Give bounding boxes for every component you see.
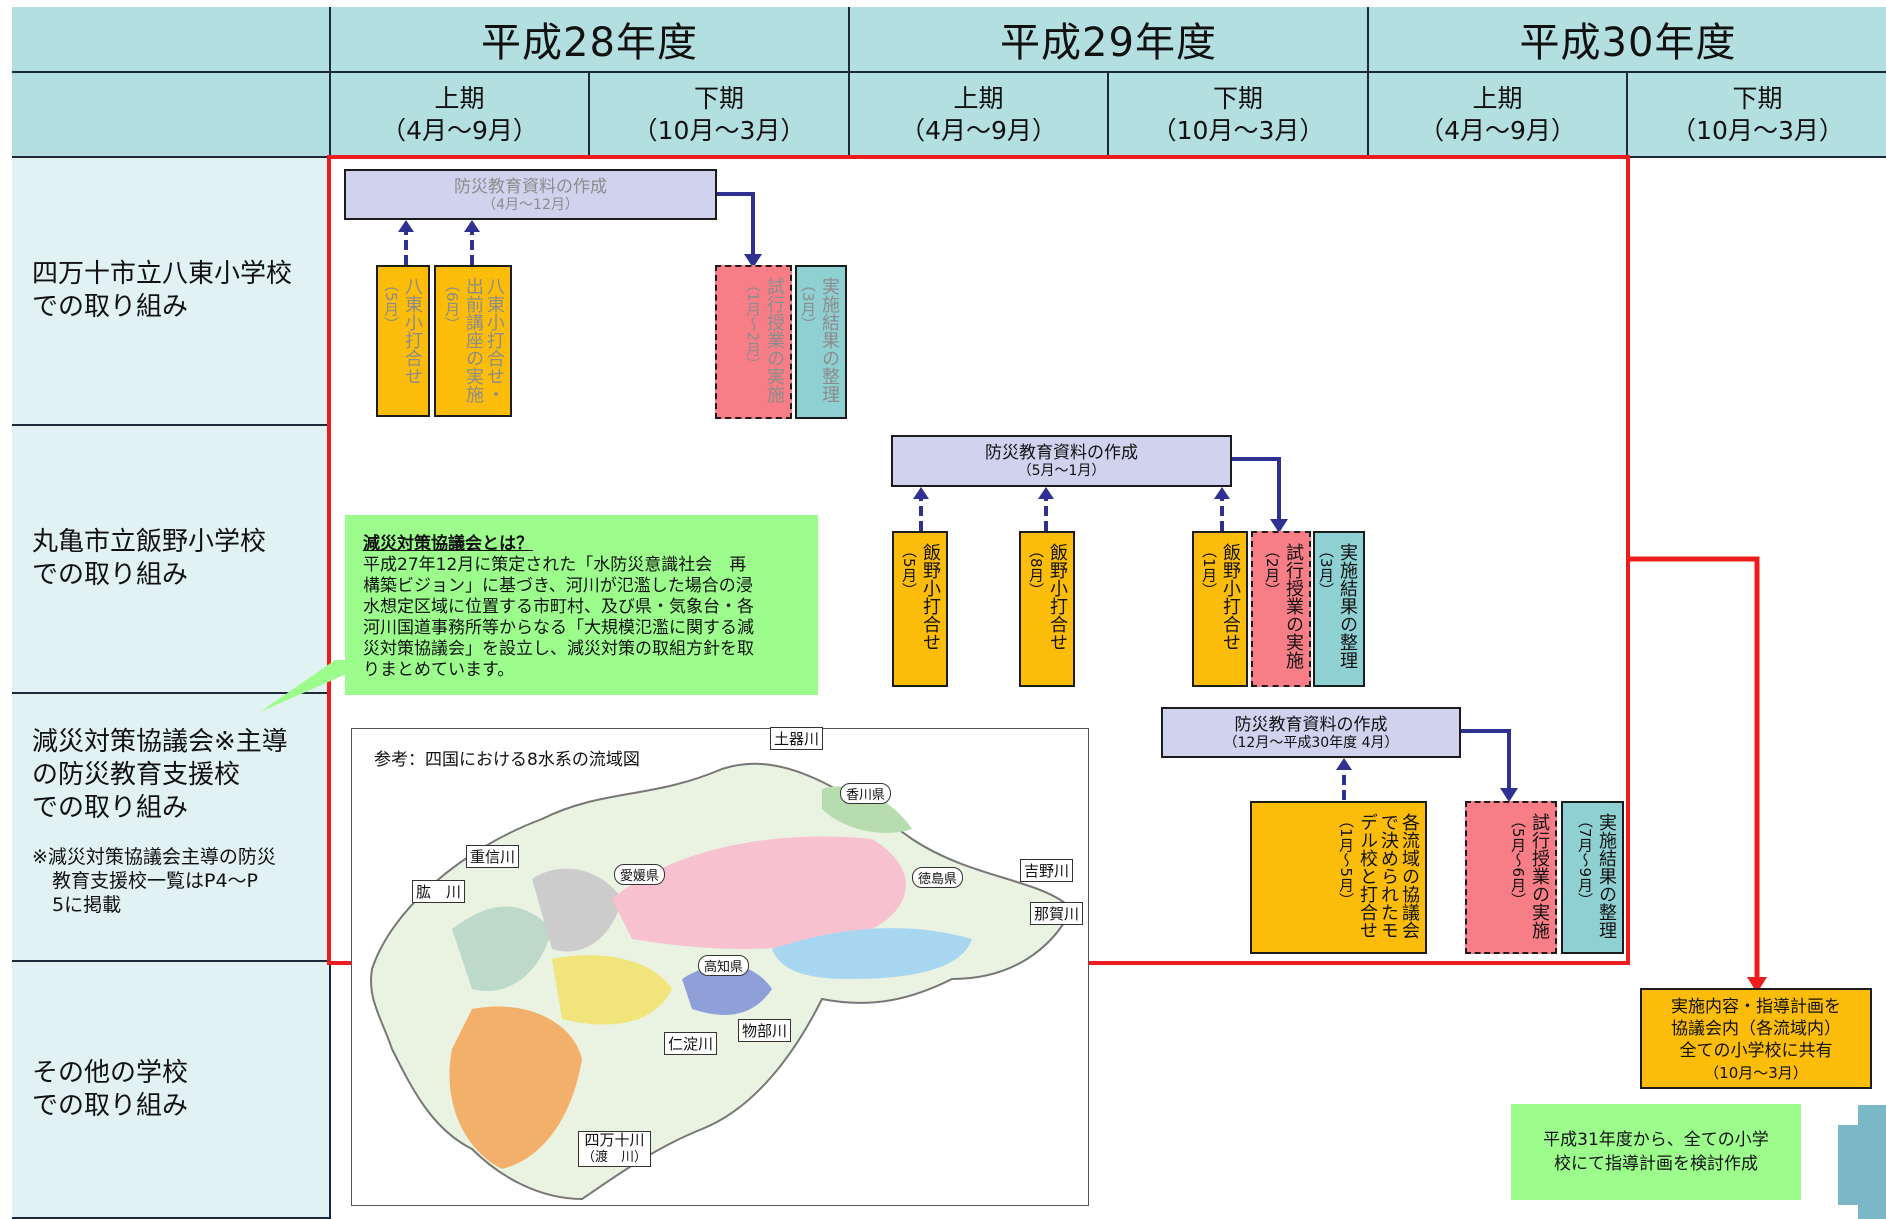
half-header: 下期（10月～3月） xyxy=(1628,73,1886,158)
row-label-hatto: 四万十市立八東小学校での取り組み xyxy=(12,158,331,426)
task-result-summary: 実施結果の整理（7月～9月） xyxy=(1561,801,1624,954)
future-plan-note: 平成31年度から、全ての小学校にて指導計画を検討作成 xyxy=(1511,1104,1801,1200)
create-materials-box: 防災教育資料の作成（5月～1月） xyxy=(891,435,1232,487)
task-hatto-meeting: 八東小打合せ（5月） xyxy=(376,265,430,417)
river-label: 吉野川 xyxy=(1020,859,1074,882)
red-arrowhead xyxy=(1747,977,1767,993)
river-label: 土器川 xyxy=(770,727,824,750)
river-label: 物部川 xyxy=(738,1019,792,1042)
task-result-summary: 実施結果の整理（3月） xyxy=(795,265,847,419)
corner-cell xyxy=(12,7,331,73)
task-trial-lesson: 試行授業の実施（5月～6月） xyxy=(1465,801,1557,954)
river-label: 肱 川 xyxy=(412,880,466,903)
shikoku-basin-map: 参考：四国における8水系の流域図 土器川 重信川 肱 川 吉野川 那賀川 仁淀川… xyxy=(351,727,1089,1206)
navy-connector xyxy=(1461,729,1511,792)
map-caption: 参考：四国における8水系の流域図 xyxy=(374,750,640,770)
council-definition-callout: 減災対策協議会とは？ 平成27年12月に策定された「水防災意識社会 再構築ビジョ… xyxy=(345,515,818,695)
river-label: 重信川 xyxy=(466,845,520,868)
corner-cell-2 xyxy=(12,73,331,158)
river-label: 四万十川（渡 川） xyxy=(578,1131,652,1167)
half-header: 上期（4月～9月） xyxy=(331,73,590,158)
task-result-summary: 実施結果の整理（3月） xyxy=(1313,531,1365,687)
prefecture-label: 香川県 xyxy=(840,783,892,804)
task-trial-lesson: 試行授業の実施（2月） xyxy=(1251,531,1311,687)
year-header-h30: 平成30年度 xyxy=(1369,7,1886,73)
year-header-h29: 平成29年度 xyxy=(850,7,1369,73)
half-header: 上期（4月～9月） xyxy=(1369,73,1628,158)
task-iino-meeting: 飯野小打合せ（5月） xyxy=(892,531,948,687)
prefecture-label: 高知県 xyxy=(698,955,750,976)
task-iino-meeting: 飯野小打合せ（1月） xyxy=(1192,531,1248,687)
red-flow-line xyxy=(1628,556,1760,978)
navy-connector xyxy=(1232,457,1281,523)
year-header-h28: 平成28年度 xyxy=(331,7,850,73)
create-materials-box: 防災教育資料の作成（4月～12月） xyxy=(344,169,717,220)
river-label: 那賀川 xyxy=(1030,902,1084,925)
task-hatto-lecture: 八東小打合せ・出前講座の実施（6月） xyxy=(434,265,512,417)
task-model-school-meeting: 各流域の協議会で決められたモデル校と打合せ（1月～5月） xyxy=(1250,801,1427,954)
task-trial-lesson: 試行授業の実施（1月～2月） xyxy=(715,265,792,419)
prefecture-label: 徳島県 xyxy=(912,867,964,888)
row-label-council: 減災対策協議会※主導の防災教育支援校での取り組み ※減災対策協議会主導の防災 教… xyxy=(12,694,331,962)
task-iino-meeting: 飯野小打合せ（8月） xyxy=(1019,531,1075,687)
support-school-note: ※減災対策協議会主導の防災 xyxy=(32,846,276,868)
share-plan-box: 実施内容・指導計画を協議会内（各流域内）全ての小学校に共有（10月～3月） xyxy=(1640,988,1872,1089)
row-label-other: その他の学校での取り組み xyxy=(12,962,331,1219)
create-materials-box: 防災教育資料の作成（12月～平成30年度 4月） xyxy=(1161,707,1461,758)
river-label: 仁淀川 xyxy=(664,1032,718,1055)
shikoku-island xyxy=(370,762,1074,1201)
callout-title: 減災対策協議会とは？ xyxy=(363,534,533,554)
row-label-iino: 丸亀市立飯野小学校での取り組み xyxy=(12,426,331,694)
prefecture-label: 愛媛県 xyxy=(614,864,666,885)
navy-connector xyxy=(717,192,755,258)
